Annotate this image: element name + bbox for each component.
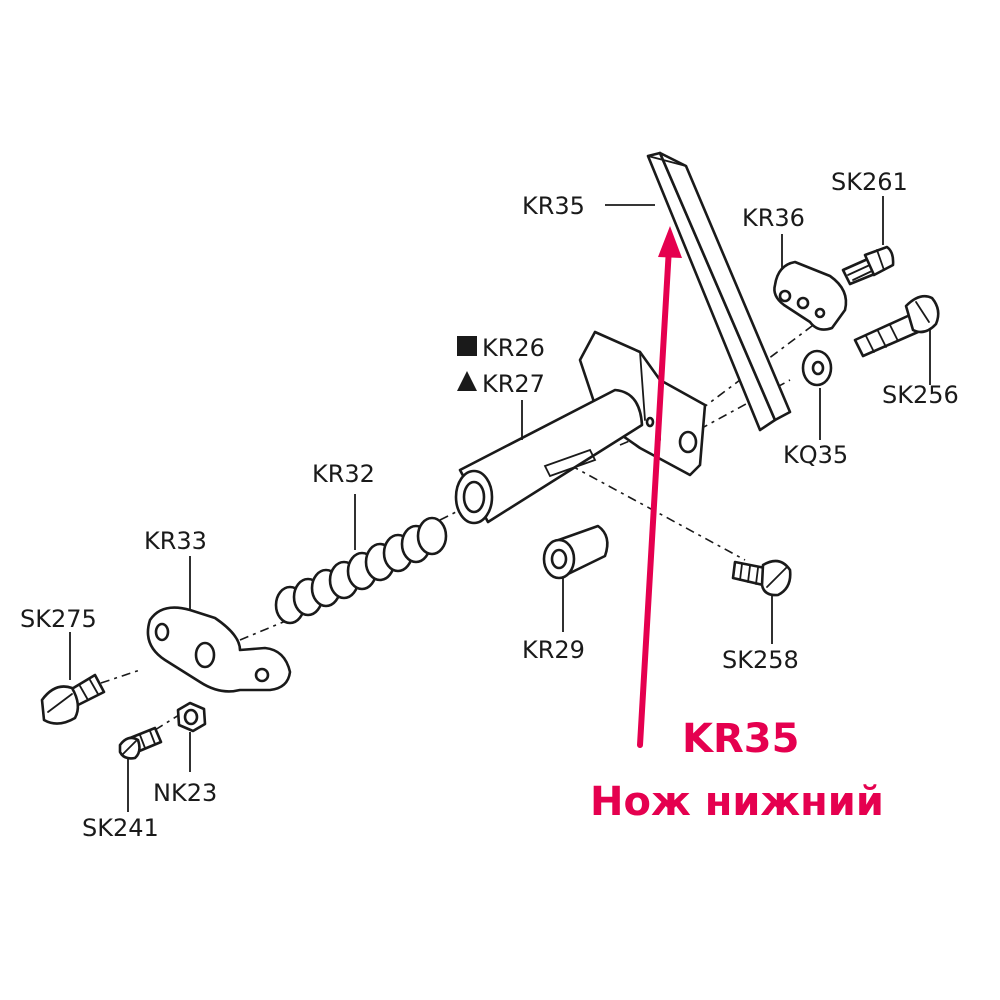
knife-holder-kr26-kr27 bbox=[454, 330, 707, 525]
square-marker-icon bbox=[457, 336, 477, 356]
label-kr33: KR33 bbox=[144, 527, 207, 555]
lever-plate-kr33 bbox=[146, 606, 292, 693]
screw-sk241 bbox=[118, 726, 163, 760]
label-nk23: NK23 bbox=[153, 779, 217, 807]
label-sk241: SK241 bbox=[82, 814, 159, 842]
bushing-kr29 bbox=[542, 524, 609, 580]
screw-sk258 bbox=[731, 559, 792, 597]
label-kr26: KR26 bbox=[482, 334, 545, 362]
label-kr27: KR27 bbox=[482, 370, 545, 398]
part-labels: KR35 SK261 KR36 KR26 KR27 SK256 KQ35 KR3… bbox=[20, 168, 959, 842]
spring-kr32 bbox=[274, 516, 448, 625]
screw-sk275 bbox=[40, 673, 106, 725]
label-sk261: SK261 bbox=[831, 168, 908, 196]
callout-part-name: Нож нижний bbox=[590, 779, 884, 825]
label-kr36: KR36 bbox=[742, 204, 805, 232]
highlight-arrow bbox=[637, 226, 682, 748]
knife-blade-kr35 bbox=[646, 151, 792, 432]
callout-part-code: KR35 bbox=[682, 716, 799, 762]
label-kq35: KQ35 bbox=[783, 441, 848, 469]
label-sk256: SK256 bbox=[882, 381, 959, 409]
label-sk275: SK275 bbox=[20, 605, 97, 633]
triangle-marker-icon bbox=[457, 371, 477, 391]
screw-sk256 bbox=[853, 294, 940, 358]
nut-nk23 bbox=[176, 701, 207, 733]
clamp-plate-kr36 bbox=[773, 260, 848, 331]
label-kr35: KR35 bbox=[522, 192, 585, 220]
washer-kq35 bbox=[801, 349, 833, 387]
label-sk258: SK258 bbox=[722, 646, 799, 674]
screw-sk261 bbox=[841, 245, 895, 286]
leader-lines bbox=[69, 196, 931, 812]
label-kr29: KR29 bbox=[522, 636, 585, 664]
label-kr32: KR32 bbox=[312, 460, 375, 488]
